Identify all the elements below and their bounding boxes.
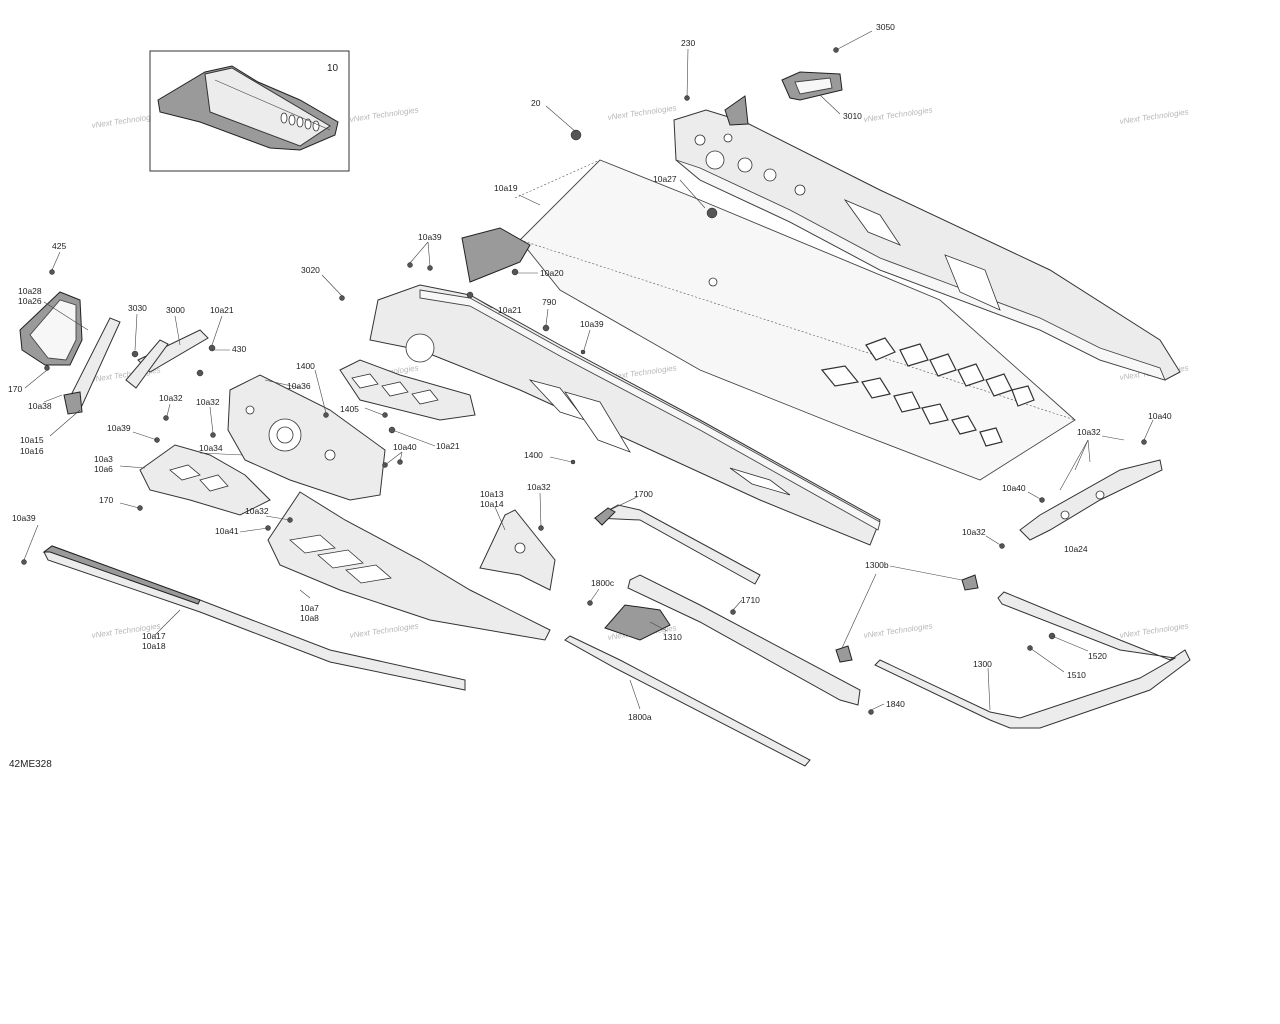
- callout: 10a39: [418, 232, 442, 242]
- callout: 10a32: [245, 506, 269, 516]
- watermark: vNext Technologies: [1119, 107, 1189, 126]
- callout: 1700: [634, 489, 653, 499]
- callout: 10a21: [498, 305, 522, 315]
- callout: 1800a: [628, 712, 652, 722]
- callout: 1800c: [591, 578, 615, 588]
- callout: 20: [531, 98, 541, 108]
- callout: 10a20: [540, 268, 564, 278]
- tunnel-right-side-rail: [673, 95, 1181, 381]
- steering-support-3000: [125, 329, 216, 389]
- callout: 10a32: [159, 393, 183, 403]
- rail-1800c: [627, 574, 861, 706]
- callout: 10a19: [494, 183, 518, 193]
- watermark: vNext Technologies: [1119, 621, 1189, 640]
- callout: 10a32: [196, 397, 220, 407]
- callout: 10a40: [1002, 483, 1026, 493]
- callout: 1510: [1067, 670, 1086, 680]
- callout: 10a26: [18, 296, 42, 306]
- callout: 10a21: [210, 305, 234, 315]
- callout: 10a13: [480, 489, 504, 499]
- callout: 1300b: [865, 560, 889, 570]
- callout: 10a17: [142, 631, 166, 641]
- rail-1800a: [564, 635, 811, 767]
- leader-lines: [23, 30, 1154, 711]
- tunnel-top-plate: [514, 159, 1076, 481]
- callout: 1300: [973, 659, 992, 669]
- callout: 1520: [1088, 651, 1107, 661]
- callout: 3000: [166, 305, 185, 315]
- callout: 10a28: [18, 286, 42, 296]
- callout: 10a41: [215, 526, 239, 536]
- running-board-10a7: [267, 491, 551, 641]
- callout: 10a39: [107, 423, 131, 433]
- front-frame-crossmember: [339, 359, 476, 421]
- gusset-10a13: [479, 509, 556, 591]
- callout: 230: [681, 38, 695, 48]
- callout: 10a27: [653, 174, 677, 184]
- callout: 10a40: [1148, 411, 1172, 421]
- callout: 10a6: [94, 464, 113, 474]
- callout: 1405: [340, 404, 359, 414]
- callout: 10a39: [12, 513, 36, 523]
- inset-assembly-10: 10: [149, 50, 350, 172]
- callout-labels: 3050 230 3010 20 10a27 10a19 10a39 10a20…: [8, 22, 1172, 722]
- steering-support-10a15: [63, 317, 121, 415]
- callout: 10a40: [393, 442, 417, 452]
- watermark: vNext Technologies: [863, 621, 933, 640]
- watermark: vNext Technologies: [863, 105, 933, 124]
- callout: 790: [542, 297, 556, 307]
- callout: 170: [8, 384, 22, 394]
- callout: 10a18: [142, 641, 166, 651]
- diagram-code: 42ME328: [9, 759, 52, 770]
- callout: 10a34: [199, 443, 223, 453]
- callout: 1400: [524, 450, 543, 460]
- tunnel-cutouts: [820, 337, 1035, 447]
- callout: 10a38: [28, 401, 52, 411]
- clip-1300b: [835, 574, 979, 663]
- callout: 10a15: [20, 435, 44, 445]
- watermark: vNext Technologies: [349, 105, 419, 124]
- inset-label: 10: [327, 63, 339, 74]
- callout: 1400: [296, 361, 315, 371]
- watermark: vNext Technologies: [349, 621, 419, 640]
- callout: 10a21: [436, 441, 460, 451]
- fasteners: [21, 47, 1147, 715]
- side-plate-10a36: [227, 374, 386, 501]
- callout: 10a32: [962, 527, 986, 537]
- callout: 10a39: [580, 319, 604, 329]
- tunnel-left-side-panel: [369, 227, 881, 546]
- callout: 10a3: [94, 454, 113, 464]
- running-board-edge-10a17: [42, 545, 466, 691]
- watermark: vNext Technologies: [607, 103, 677, 122]
- callout: 10a14: [480, 499, 504, 509]
- footrest-10a3: [139, 444, 271, 516]
- callout: 425: [52, 241, 66, 251]
- bracket-1310: [604, 604, 671, 641]
- rail-1700: [593, 504, 761, 585]
- callout: 3020: [301, 265, 320, 275]
- rear-bumper-10a24: [1019, 459, 1163, 541]
- callout: 10a24: [1064, 544, 1088, 554]
- rear-rail-1300: [874, 591, 1191, 729]
- callout: 10a8: [300, 613, 319, 623]
- callout: 3010: [843, 111, 862, 121]
- callout: 1310: [663, 632, 682, 642]
- callout: 10a7: [300, 603, 319, 613]
- callout: 170: [99, 495, 113, 505]
- callout: 1710: [741, 595, 760, 605]
- callout: 10a32: [527, 482, 551, 492]
- support-3010: [781, 71, 843, 101]
- callout: 3030: [128, 303, 147, 313]
- callout: 10a32: [1077, 427, 1101, 437]
- callout: 10a16: [20, 446, 44, 456]
- callout: 430: [232, 344, 246, 354]
- callout: 10a36: [287, 381, 311, 391]
- callout: 1840: [886, 699, 905, 709]
- callout: 3050: [876, 22, 895, 32]
